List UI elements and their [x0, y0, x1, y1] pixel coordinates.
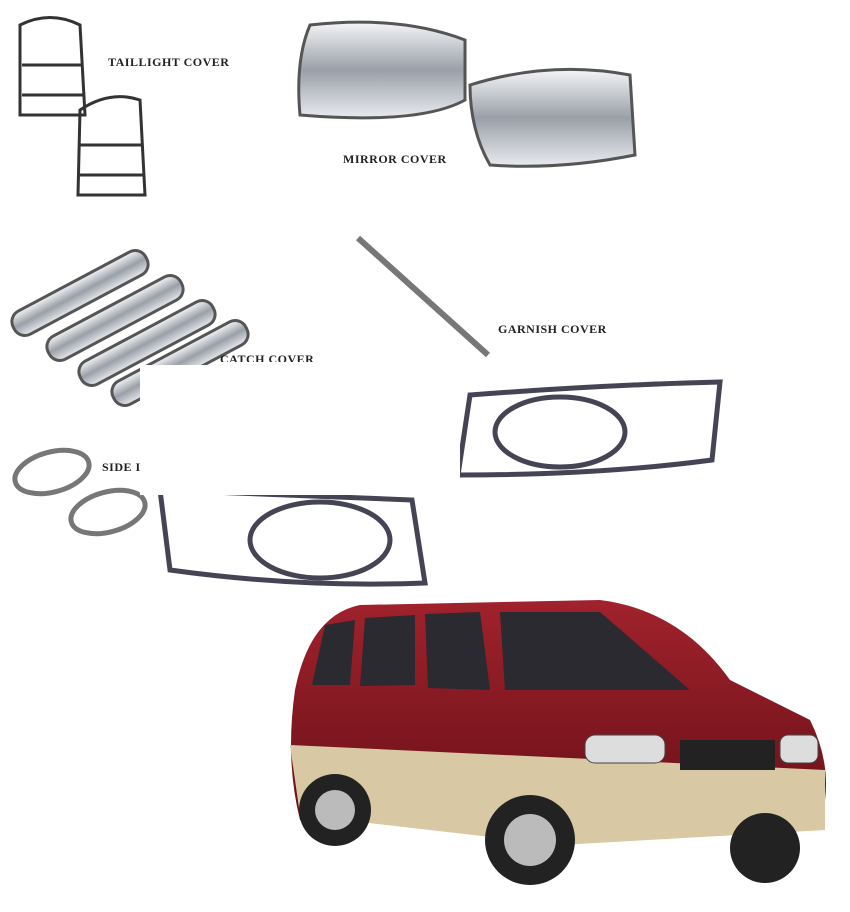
mirror-cover-label: MIRROR COVER	[343, 152, 447, 166]
overlay-panel	[140, 365, 460, 495]
garnish-cover-image	[355, 235, 491, 358]
side-indicator-image	[12, 447, 148, 537]
taillight-cover-label: TAILLIGHT COVER	[108, 55, 230, 69]
side-indicator-label: SIDE I	[102, 460, 141, 474]
taillight-cover-image	[18, 16, 147, 197]
garnish-cover-label: GARNISH COVER	[498, 322, 607, 336]
car-image	[290, 600, 826, 885]
catch-cover-image	[10, 249, 250, 407]
catch-cover-label: CATCH COVER	[220, 352, 315, 362]
mirror-cover-image	[297, 20, 637, 168]
